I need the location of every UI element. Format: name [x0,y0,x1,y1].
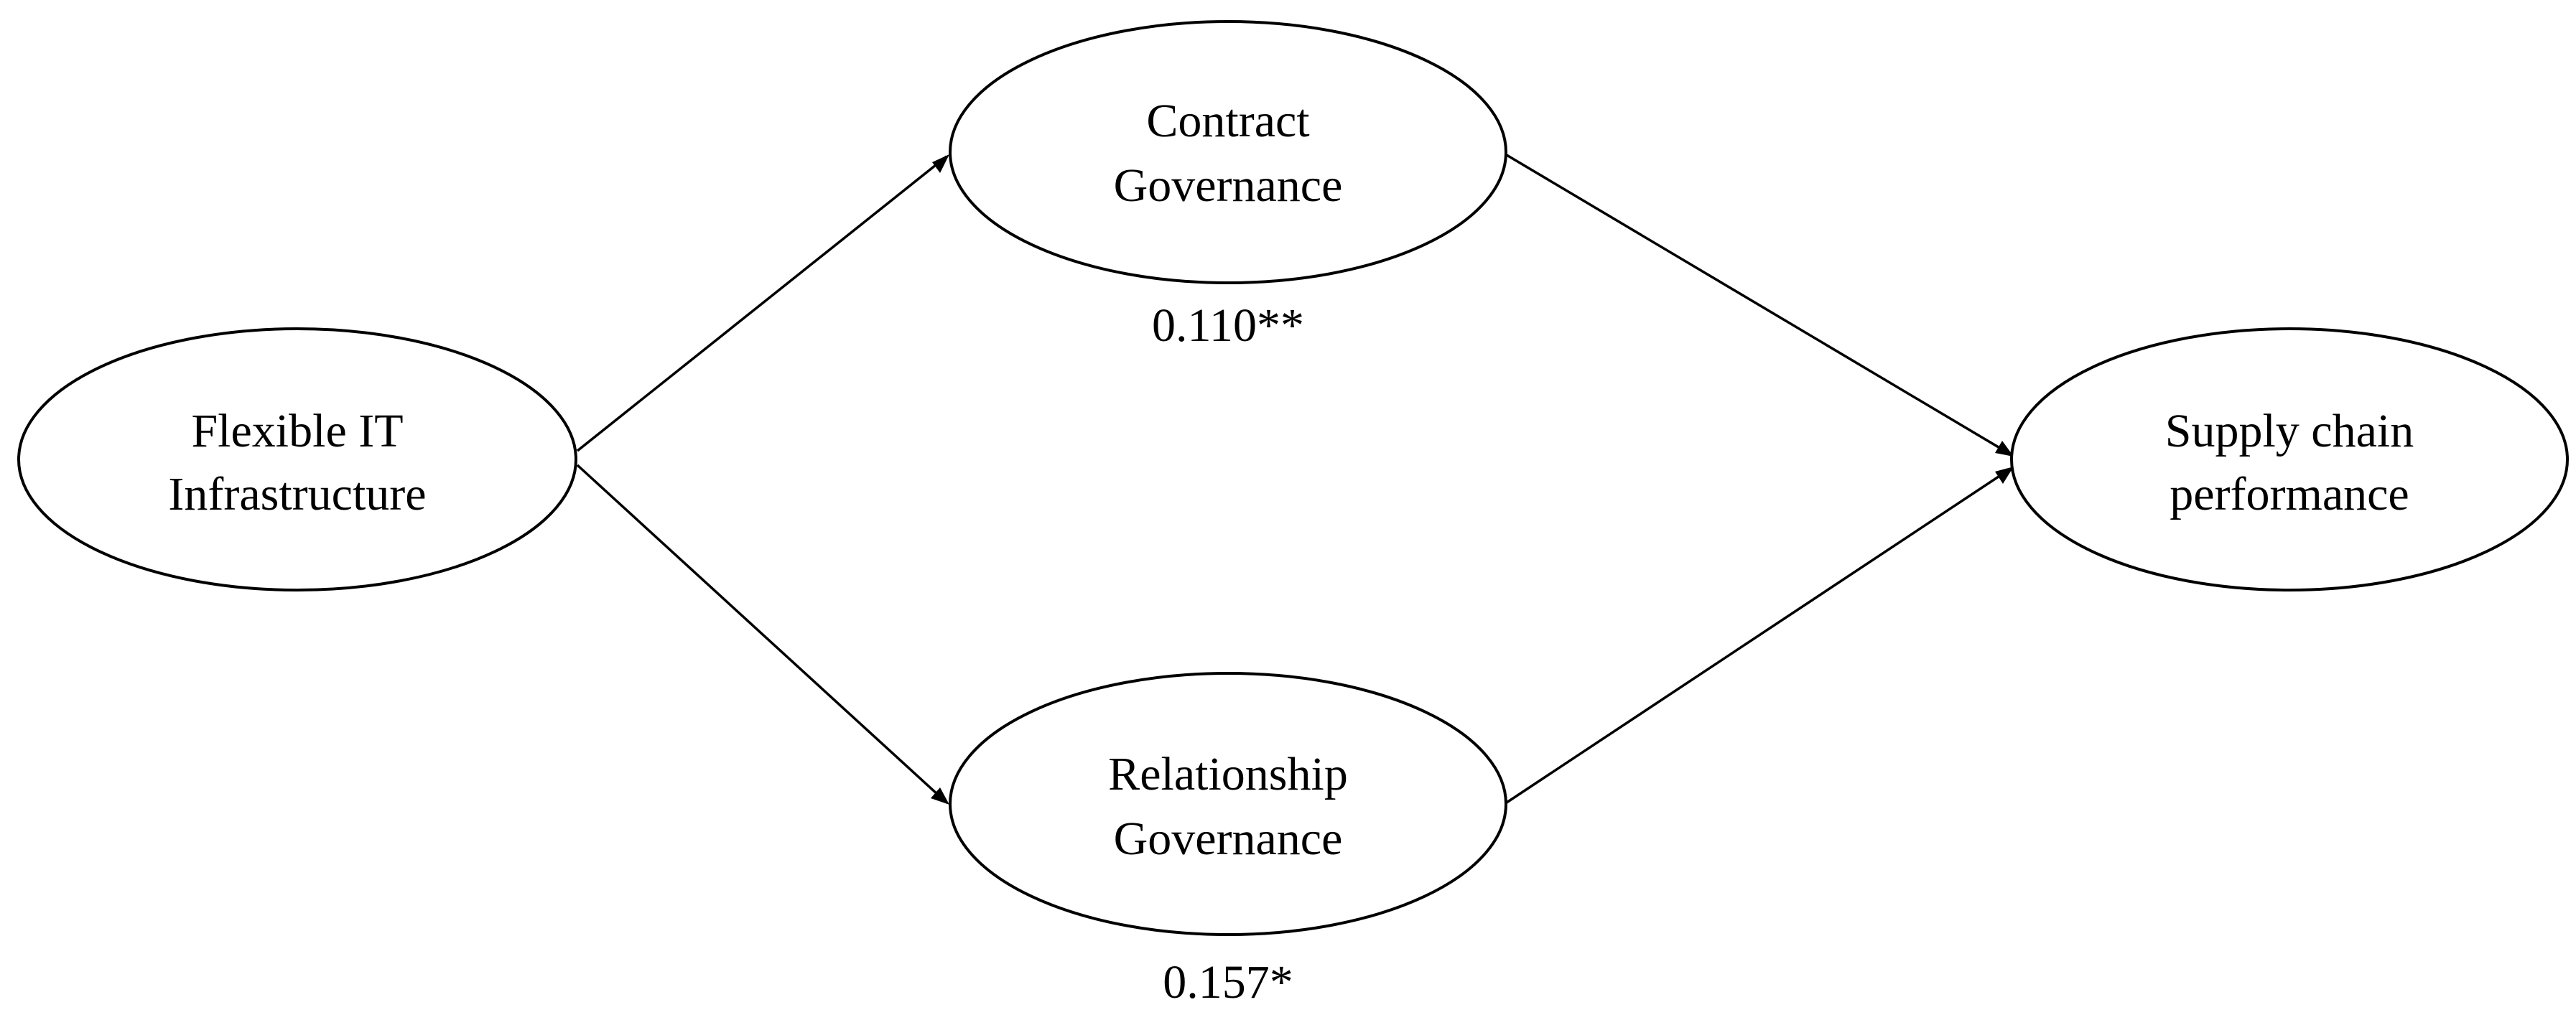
edges [576,154,2014,805]
edge-contract-governance-to-supply-chain [1506,154,2010,455]
label-supply-chain-line1: Supply chain [2165,405,2414,457]
arrowhead-contract-governance [932,154,949,173]
label-supply-chain-line2: performance [2170,468,2409,520]
node-relationship-governance: Relationship Governance [949,672,1507,936]
node-contract-governance: Contract Governance [949,20,1507,284]
label-flexible-it-line1: Flexible IT [191,405,403,457]
label-relationship-line2: Governance [1114,813,1343,865]
ellipse-supply-chain-performance [2010,327,2569,591]
node-flexible-it-infrastructure: Flexible IT Infrastructure [17,327,577,591]
edge-relationship-governance-to-supply-chain [1506,468,2010,804]
node-supply-chain-performance: Supply chain performance [2010,327,2569,591]
label-flexible-it-line2: Infrastructure [168,468,426,520]
label-contract-line2: Governance [1114,159,1343,212]
arrowhead-relationship-governance [931,787,949,805]
coefficient-relationship-governance: 0.157* [1163,956,1293,1009]
coefficient-contract-governance: 0.110** [1152,299,1304,352]
edge-flexible-it-to-relationship-governance [576,464,948,804]
arrowhead-supply-chain-from-contract [1995,441,2014,457]
arrowhead-supply-chain-from-relationship [1995,467,2014,484]
ellipse-relationship-governance [949,672,1507,936]
label-contract-line1: Contract [1146,95,1309,147]
label-relationship-line1: Relationship [1108,748,1348,800]
ellipse-flexible-it-infrastructure [17,327,577,591]
edge-flexible-it-to-contract-governance [576,155,948,452]
ellipse-contract-governance [949,20,1507,284]
